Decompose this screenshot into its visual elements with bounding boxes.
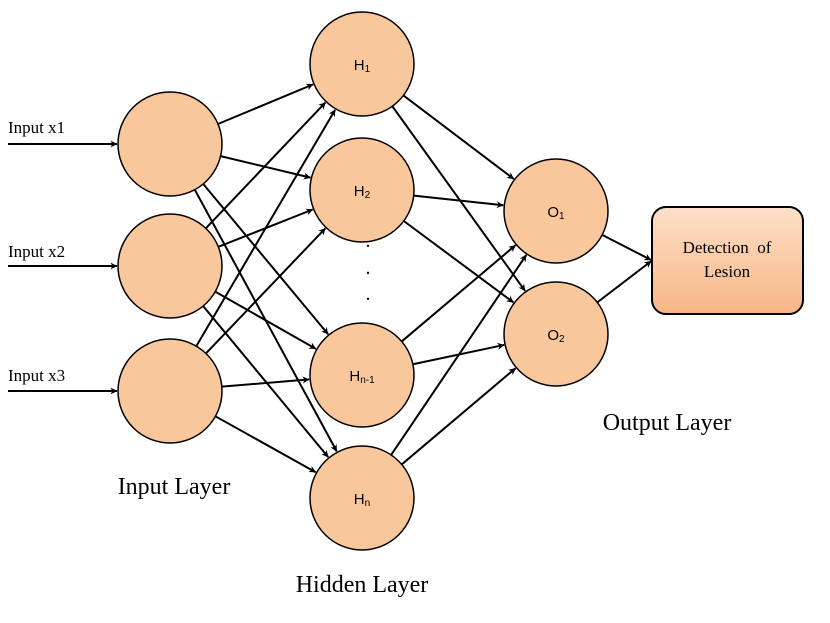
hidden-label-h2-sub: 2 (365, 190, 371, 201)
hidden-ellipsis-dot-3: . (366, 283, 371, 305)
hidden-label-hn-main: H (354, 491, 365, 508)
edge-hidden2-output1 (413, 194, 504, 209)
output-layer-label: Output Layer (603, 410, 732, 436)
edge-input3-hidden3 (221, 376, 310, 388)
hidden-label-hn: Hn (354, 491, 370, 509)
detection-box-line1: Detection of (683, 238, 772, 257)
hidden-layer-label: Hidden Layer (296, 572, 429, 598)
detection-box-line2: Lesion (704, 262, 751, 281)
edge-hidden4-output2 (401, 367, 517, 466)
hidden-node-hn (309, 445, 415, 551)
input-node-1 (117, 91, 223, 197)
edge-input3-hidden4 (214, 415, 317, 474)
edge-hidden3-output1 (401, 244, 517, 343)
edge-hidden1-output1 (402, 94, 515, 180)
hidden-label-h1-main: H (354, 57, 365, 74)
edge-output1-detection (601, 233, 652, 261)
edge-hidden1-output2 (391, 105, 526, 292)
input-node-2 (117, 213, 223, 319)
output-label-o2-main: O (547, 327, 559, 344)
hidden-label-hn-1-sub: n-1 (360, 375, 375, 386)
edge-hidden2-output2 (403, 220, 515, 304)
hidden-label-h2-main: H (354, 183, 365, 200)
edge-input3-hidden1 (195, 109, 337, 347)
output-label-o1-sub: 1 (559, 211, 565, 222)
connections (8, 83, 652, 474)
hidden-node-hn-1 (309, 322, 415, 428)
output-node-o1 (503, 158, 609, 264)
input-label-1: Input x1 (8, 118, 65, 137)
hidden-ellipsis-dot-2: . (366, 257, 371, 279)
edge-hidden4-output1 (390, 254, 528, 456)
edge-input2-hidden1 (205, 101, 327, 229)
output-label-o2-sub: 2 (559, 334, 565, 345)
edge-output2-detection (596, 260, 652, 304)
input-x2: Input x2 (8, 242, 65, 261)
hidden-label-h1-sub: 1 (365, 64, 371, 75)
input-x1: Input x1 (8, 118, 65, 137)
edge-input3-hidden2 (205, 227, 327, 355)
hidden-ellipsis-dot-1: . (366, 230, 371, 252)
hidden-label-hn-sub: n (365, 498, 371, 509)
hidden-label-h1: H1 (354, 57, 371, 75)
output-label-o1: O1 (547, 204, 565, 222)
edge-input2-hidden4 (202, 305, 329, 458)
detection-box (651, 206, 804, 315)
hidden-node-h1 (309, 11, 415, 117)
input-layer-label: Input Layer (118, 474, 231, 500)
output-label-o1-main: O (547, 204, 559, 221)
input-label-3: Input x3 (8, 366, 65, 385)
input-node-3 (117, 338, 223, 444)
hidden-label-hn-1-main: H (349, 368, 360, 385)
input-x3: Input x3 (8, 366, 65, 385)
output-node-o2 (503, 281, 609, 387)
hidden-label-h2: H2 (354, 183, 371, 201)
hidden-node-h2 (309, 137, 415, 243)
input-label-2: Input x2 (8, 242, 65, 261)
edge-input1-hidden1 (217, 83, 314, 125)
edge-input2-hidden3 (214, 290, 317, 350)
output-label-o2: O2 (547, 327, 565, 345)
hidden-label-hn-1: Hn-1 (349, 368, 375, 386)
